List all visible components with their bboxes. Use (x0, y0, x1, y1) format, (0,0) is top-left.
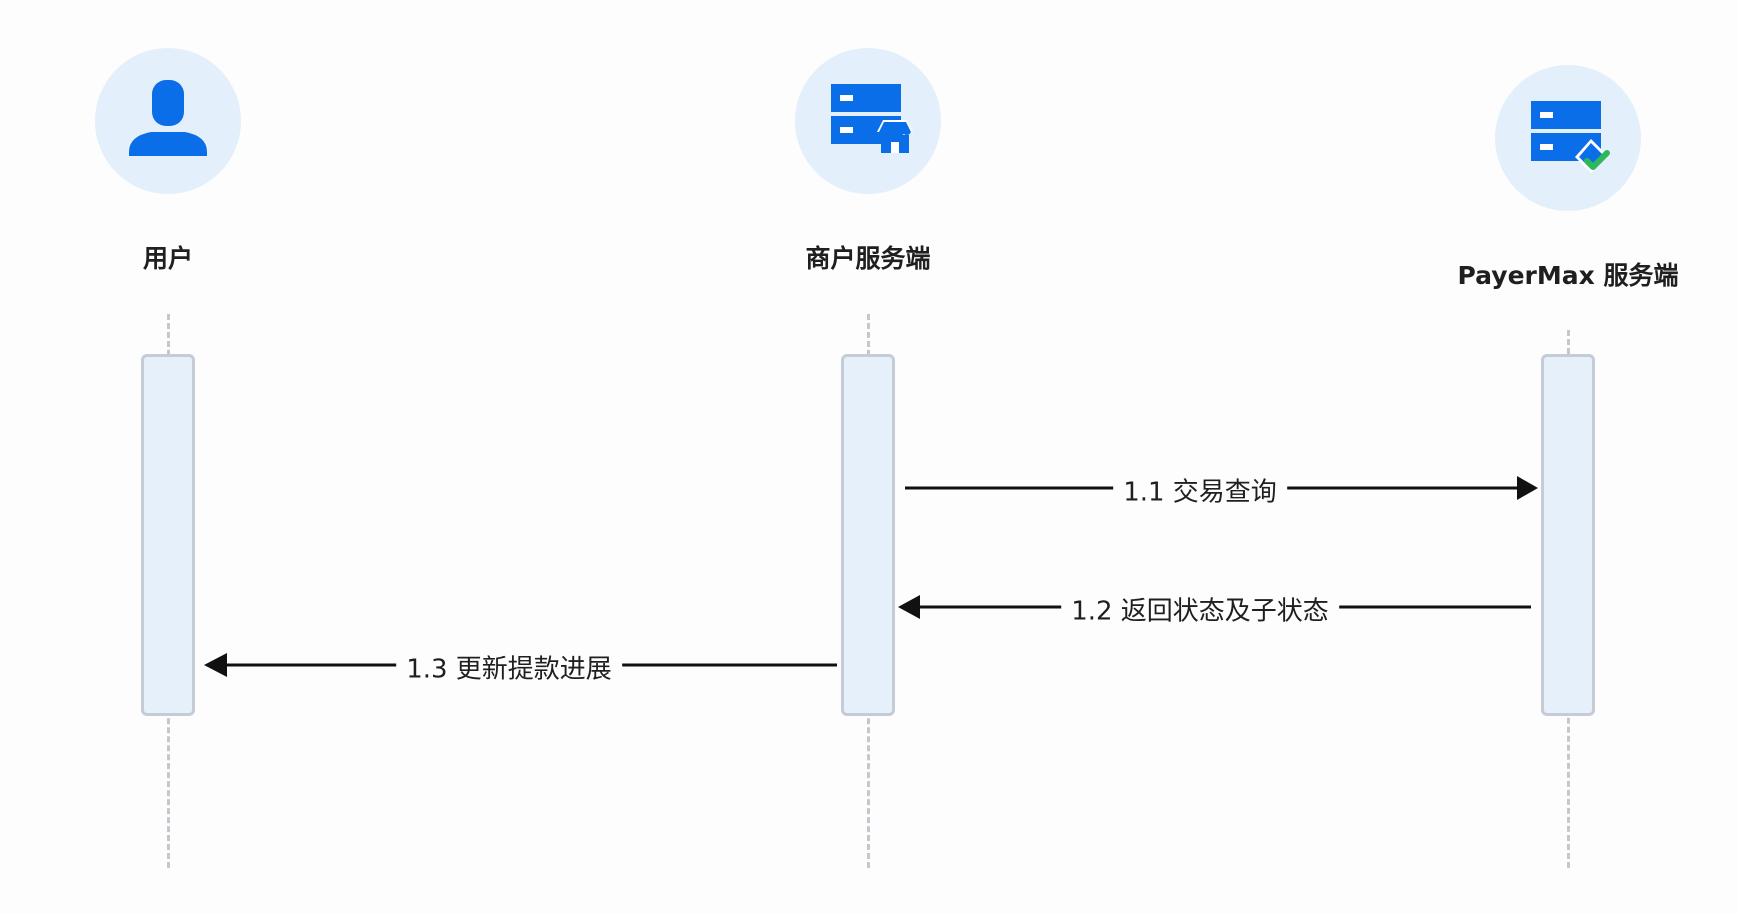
user-icon (129, 80, 207, 156)
payermax-server-icon (1531, 101, 1610, 173)
merchant-avatar-circle (795, 48, 941, 194)
message-label-1-2: 1.2 返回状态及子状态 (1061, 590, 1339, 628)
payermax-avatar-circle (1495, 65, 1641, 211)
activation-bar-payermax (1541, 354, 1595, 716)
user-avatar-circle (95, 48, 241, 194)
participant-label-user: 用户 (142, 244, 193, 273)
activation-bar-user (141, 354, 195, 716)
participant-label-merchant: 商户服务端 (805, 244, 931, 273)
participant-label-payermax: PayerMax 服务端 (1457, 261, 1679, 290)
activation-bar-merchant (841, 354, 895, 716)
message-label-1-1: 1.1 交易查询 (1113, 471, 1287, 509)
message-label-1-3: 1.3 更新提款进展 (396, 648, 622, 686)
merchant-server-icon (831, 84, 913, 153)
